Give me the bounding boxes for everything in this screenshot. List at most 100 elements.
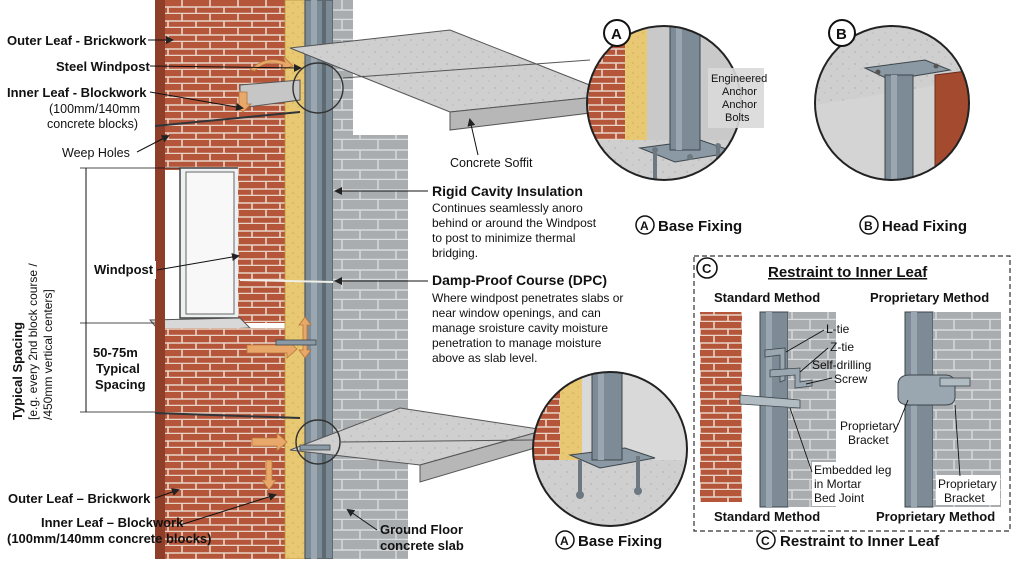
window-frame [185, 171, 235, 315]
label-inner-leaf-bottom: Inner Leaf – Blockwork [41, 515, 184, 530]
label-weep-holes: Weep Holes [62, 146, 130, 160]
connector-line [339, 439, 534, 443]
prop-bracket-right-bg [936, 475, 1000, 505]
standard-method-footer: Standard Method [714, 509, 820, 524]
label-ground-slab-1: Ground Floor [380, 522, 463, 537]
bolt-icon [687, 154, 693, 160]
self-drilling-label-2: Screw [834, 372, 868, 386]
dpc-line-lower [154, 412, 301, 419]
detail-a2-circle-border [532, 371, 688, 527]
std-post-flange [766, 312, 772, 507]
leader-line [179, 492, 277, 526]
leader-line [467, 118, 479, 156]
bolt-shaft [636, 456, 640, 491]
arrow-icon [298, 316, 312, 359]
rigid-insulation-line4: bridging. [432, 246, 478, 260]
detail-a-base-fixing-lower: A Base Fixing [532, 371, 688, 550]
dpc-line-upper [154, 111, 301, 127]
label-typical-spacing: Typical Spacing [10, 322, 25, 420]
label-outer-leaf-top: Outer Leaf - Brickwork [7, 33, 147, 48]
badge-b-top-letter: B [836, 26, 847, 43]
label-spacing-typical: Typical [96, 361, 140, 376]
caption-a-badge [635, 215, 655, 235]
label-outer-leaf-bottom: Outer Leaf – Brickwork [8, 491, 151, 506]
caption-b-badge [859, 215, 879, 235]
caption-a2-text: Base Fixing [578, 533, 662, 550]
caption-a-badge-letter: A [640, 219, 649, 233]
label-inner-leaf-top: Inner Leaf - Blockwork [7, 85, 147, 100]
wall-tie [275, 339, 317, 346]
steel-windpost-web [322, 0, 326, 559]
detail-a2-concrete [533, 460, 687, 526]
head-fixing-highlight [292, 62, 344, 114]
label-typical-spacing-sub1: [e.g. every 2nd block course / [26, 263, 40, 420]
typical-spacing-vertical: Typical Spacing [e.g. every 2nd block co… [10, 263, 55, 420]
detail-a2-brick [533, 372, 560, 460]
leader-line [154, 488, 180, 499]
detail-a-base-fixing: Engineered Anchor Anchor Bolts A A Base … [586, 19, 767, 235]
caption-c-badge [756, 530, 776, 550]
detail-a2-post [591, 372, 623, 461]
leader-line [149, 91, 244, 111]
prop-post [904, 311, 934, 508]
label-inner-leaf-top-sub2: concrete blocks) [47, 117, 138, 131]
caption-c-text: Restraint to Inner Leaf [780, 533, 940, 550]
steel-windpost [304, 0, 334, 560]
bolt-icon [652, 147, 658, 153]
spacing-label-bg [90, 343, 152, 393]
detail-c-restraint: C Restraint to Inner Leaf Standard Metho… [693, 255, 1011, 550]
caption-b-badge-letter: B [864, 219, 873, 233]
detail-b-head-fixing: B B Head Fixing [814, 19, 970, 235]
label-spacing-word: Spacing [95, 377, 146, 392]
dpc-line2: near window openings, and can [432, 306, 601, 320]
bolt-icon [634, 487, 642, 495]
label-spacing-50: 50-75m [93, 345, 138, 360]
prop-post-flange [911, 312, 917, 507]
dpc-line1: Where windpost penetrates slabs or [432, 291, 623, 305]
label-windpost: Windpost [94, 262, 154, 277]
leader-line [954, 404, 961, 477]
detail-a-post [669, 26, 701, 151]
leader-line [789, 407, 813, 473]
anchor-label-3: Anchor [722, 99, 757, 111]
center-labels: Concrete Soffit Rigid Cavity Insulation … [334, 59, 623, 553]
detail-a-post-flange [676, 26, 682, 150]
std-embedded-leg [739, 394, 801, 409]
detail-b-post-flange [891, 75, 897, 180]
inner-block-leaf [333, 135, 408, 559]
brick-edge-shadow [155, 0, 165, 559]
leader-line [156, 253, 240, 271]
steel-windpost-flange [311, 0, 317, 559]
leader-line [346, 508, 378, 531]
detail-b-soffit [815, 26, 969, 105]
rigid-insulation-line1: Continues seamlessly anoro [432, 201, 583, 215]
prop-bracket-label-left-1: Proprietary [840, 419, 899, 433]
l-tie-label: L-tie [826, 322, 850, 336]
label-inner-leaf-top-sub1: (100mm/140mm [49, 102, 140, 116]
label-inner-leaf-bottom-sub: (100mm/140mm concrete blocks) [7, 531, 211, 546]
detail-b-circle-border [814, 25, 970, 181]
proprietary-method-footer: Proprietary Method [876, 509, 995, 524]
leader-line [897, 399, 909, 426]
dpc-line-mid [239, 279, 334, 283]
arrow-icon [261, 459, 277, 491]
leader-line [799, 347, 829, 373]
prop-bracket-label-right-1: Proprietary [938, 477, 997, 491]
std-post [759, 311, 789, 508]
detail-b-beam [934, 69, 969, 180]
bolt-icon [715, 143, 721, 149]
caption-a2-badge-letter: A [560, 534, 569, 548]
prop-bracket-strap [939, 377, 971, 387]
wall-tie [299, 444, 331, 451]
anchor-label-4: Bolts [725, 112, 750, 124]
anchor-label-2: Anchor [722, 86, 757, 98]
leader-line [785, 329, 825, 353]
proprietary-method-header: Proprietary Method [870, 290, 989, 305]
badge-b-top [828, 19, 856, 47]
label-steel-windpost: Steel Windpost [56, 59, 150, 74]
anchor-label-1: Engineered [711, 73, 767, 85]
prop-bracket-label-left-2: Bracket [848, 433, 889, 447]
moisture-flow-arrows [234, 55, 312, 491]
dpc-line4: penetration to manage moisture [432, 336, 602, 350]
